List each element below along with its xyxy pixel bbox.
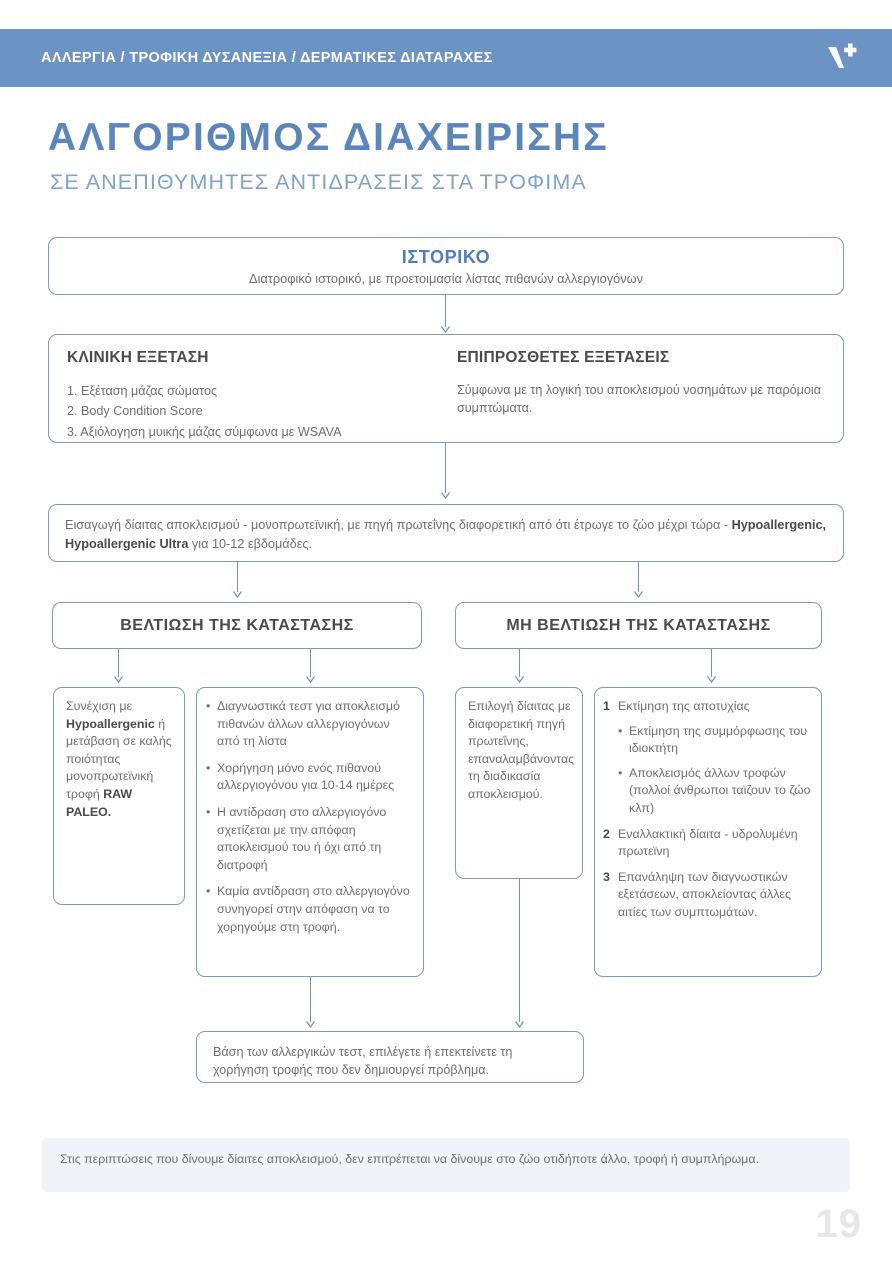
page-subtitle: ΣΕ ΑΝΕΠΙΘΥΜΗΤΕΣ ΑΝΤΙΔΡΑΣΕΙΣ ΣΤΑ ΤΡΟΦΙΜΑ xyxy=(50,170,587,194)
sub-list-item: Αποκλεισμός άλλων τροφών (πολλοί άνθρωπο… xyxy=(618,765,811,818)
node-final-recommendation-text: Βάση των αλλεργικών τεστ, επιλέγετε ή επ… xyxy=(213,1045,513,1078)
connector-arrow-icon xyxy=(306,676,315,683)
sub-list: Εκτίμηση της συμμόρφωσης του ιδιοκτήτη Α… xyxy=(618,723,811,818)
node-failure-assessment-list: Εκτίμηση της αποτυχίας Εκτίμηση της συμμ… xyxy=(603,698,811,922)
connector-line xyxy=(118,649,120,677)
list-item: Διαγνωστικά τεστ για αποκλεισμό πιθανών … xyxy=(205,698,413,751)
list-item-label: Εκτίμηση της αποτυχίας xyxy=(618,699,750,713)
page-number: 19 xyxy=(815,1202,862,1246)
connector-arrow-icon xyxy=(441,492,450,499)
node-examinations: ΚΛΙΝΙΚΗ ΕΞΕΤΑΣΗ 1. Εξέταση μάζας σώματος… xyxy=(48,334,844,443)
connector-arrow-icon xyxy=(441,326,450,333)
connector-line xyxy=(519,879,521,1022)
text-bold-products: Hypoallergenic, Hypoallergenic Ultra xyxy=(65,518,827,552)
node-history: ΙΣΤΟΡΙΚΟ Διατροφικό ιστορικό, με προετοι… xyxy=(48,237,844,295)
footer-note-text: Στις περιπτώσεις που δίνουμε δίαιτες απο… xyxy=(60,1152,759,1166)
connector-arrow-icon xyxy=(634,591,643,598)
node-continue-hypoallergenic: Συνέχιση με Hypoallergenic ή μετάβαση σε… xyxy=(53,687,185,905)
node-elimination-diet-text: Εισαγωγή δίαιτας αποκλεισμού - μονοπρωτε… xyxy=(65,516,827,554)
node-diagnostic-tests-list: Διαγνωστικά τεστ για αποκλεισμό πιθανών … xyxy=(205,698,413,936)
text-part: Εισαγωγή δίαιτας αποκλεισμού - μονοπρωτε… xyxy=(65,518,732,532)
list-item: 3. Αξιόλογηση μυικής μάζας σύμφωνα με WS… xyxy=(67,424,342,439)
v-plus-logo-icon xyxy=(824,41,862,75)
node-clinical-exam-list: 1. Εξέταση μάζας σώματος 2. Body Conditi… xyxy=(67,381,457,442)
node-additional-exams-heading: ΕΠΙΠΡΟΣΘΕΤΕΣ ΕΞΕΤΑΣΕΙΣ xyxy=(457,349,670,366)
list-item: 1. Εξέταση μάζας σώματος xyxy=(67,384,218,398)
list-item: Επανάληψη των διαγνωστικών εξετάσεων, απ… xyxy=(603,869,791,920)
node-continue-hypoallergenic-text: Συνέχιση με Hypoallergenic ή μετάβαση σε… xyxy=(66,698,173,821)
connector-arrow-icon xyxy=(233,591,242,598)
text-part: για 10-12 εβδομάδες. xyxy=(188,537,312,552)
page-title: ΑΛΓΟΡΙΘΜΟΣ ΔΙΑΧΕΙΡΙΣΗΣ xyxy=(48,116,609,159)
header-category-title: ΑΛΛΕΡΓΙΑ / ΤΡΟΦΙΚΗ ΔΥΣΑΝΕΞΙΑ / ΔΕΡΜΑΤΙΚΕ… xyxy=(41,50,493,66)
connector-arrow-icon xyxy=(306,1021,315,1028)
header-bar: ΑΛΛΕΡΓΙΑ / ΤΡΟΦΙΚΗ ΔΥΣΑΝΕΞΙΑ / ΔΕΡΜΑΤΙΚΕ… xyxy=(0,29,892,87)
node-history-text: Διατροφικό ιστορικό, με προετοιμασία λίσ… xyxy=(249,270,643,286)
connector-line xyxy=(638,562,640,592)
footer-note: Στις περιπτώσεις που δίνουμε δίαιτες απο… xyxy=(42,1138,850,1192)
node-failure-assessment: Εκτίμηση της αποτυχίας Εκτίμηση της συμμ… xyxy=(594,687,822,977)
node-elimination-diet: Εισαγωγή δίαιτας αποκλεισμού - μονοπρωτε… xyxy=(48,504,844,562)
sub-list-item: Εκτίμηση της συμμόρφωσης του ιδιοκτήτη xyxy=(618,723,811,758)
text-bold-product: Hypoallergenic xyxy=(66,716,155,731)
connector-line xyxy=(519,649,521,677)
node-clinical-exam: ΚΛΙΝΙΚΗ ΕΞΕΤΑΣΗ 1. Εξέταση μάζας σώματος… xyxy=(67,349,457,442)
node-alternative-protein-diet-text: Επιλογή δίαιτας με διαφορετική πηγή πρωτ… xyxy=(468,699,575,802)
node-final-recommendation: Βάση των αλλεργικών τεστ, επιλέγετε ή επ… xyxy=(196,1031,584,1083)
node-no-improvement: ΜΗ ΒΕΛΤΙΩΣΗ ΤΗΣ ΚΑΤΑΣΤΑΣΗΣ xyxy=(455,602,822,649)
node-improvement: ΒΕΛΤΙΩΣΗ ΤΗΣ ΚΑΤΑΣΤΑΣΗΣ xyxy=(52,602,422,649)
list-item: Χορήγηση μόνο ενός πιθανού αλλεργιογόνου… xyxy=(205,760,413,795)
list-item: Εκτίμηση της αποτυχίας Εκτίμηση της συμμ… xyxy=(603,698,811,818)
connector-arrow-icon xyxy=(114,676,123,683)
list-item: Η αντίδραση στο αλλεργιογόνο σχετίζεται … xyxy=(205,804,413,874)
connector-line xyxy=(445,295,447,327)
text-bold-product: RAW PALEO. xyxy=(66,787,133,819)
connector-line xyxy=(310,977,312,1022)
connector-arrow-icon xyxy=(515,676,524,683)
connector-line xyxy=(310,649,312,677)
text-part: Συνέχιση με xyxy=(66,699,133,713)
connector-line xyxy=(237,562,239,592)
list-item: Καμία αντίδραση στο αλλεργιογόνο συνηγορ… xyxy=(205,883,413,936)
node-alternative-protein-diet: Επιλογή δίαιτας με διαφορετική πηγή πρωτ… xyxy=(455,687,583,879)
list-item: Εναλλακτική δίαιτα - υδρολυμένη πρωτεϊνη xyxy=(603,826,798,859)
node-additional-exams: ΕΠΙΠΡΟΣΘΕΤΕΣ ΕΞΕΤΑΣΕΙΣ Σύμφωνα με τη λογ… xyxy=(457,349,835,418)
connector-line xyxy=(711,649,713,677)
connector-arrow-icon xyxy=(515,1021,524,1028)
connector-line xyxy=(445,443,447,493)
node-additional-exams-text: Σύμφωνα με τη λογική του αποκλεισμού νοσ… xyxy=(457,383,821,416)
node-improvement-heading: ΒΕΛΤΙΩΣΗ ΤΗΣ ΚΑΤΑΣΤΑΣΗΣ xyxy=(120,616,354,634)
text-part: ή μετάβαση σε καλής ποιότητας μονοπρωτεϊ… xyxy=(66,716,172,802)
list-item: 2. Body Condition Score xyxy=(67,404,203,419)
node-no-improvement-heading: ΜΗ ΒΕΛΤΙΩΣΗ ΤΗΣ ΚΑΤΑΣΤΑΣΗΣ xyxy=(506,616,771,634)
connector-arrow-icon xyxy=(707,676,716,683)
node-clinical-exam-heading: ΚΛΙΝΙΚΗ ΕΞΕΤΑΣΗ xyxy=(67,349,209,366)
node-diagnostic-tests: Διαγνωστικά τεστ για αποκλεισμό πιθανών … xyxy=(196,687,424,977)
node-history-heading: ΙΣΤΟΡΙΚΟ xyxy=(401,246,491,267)
